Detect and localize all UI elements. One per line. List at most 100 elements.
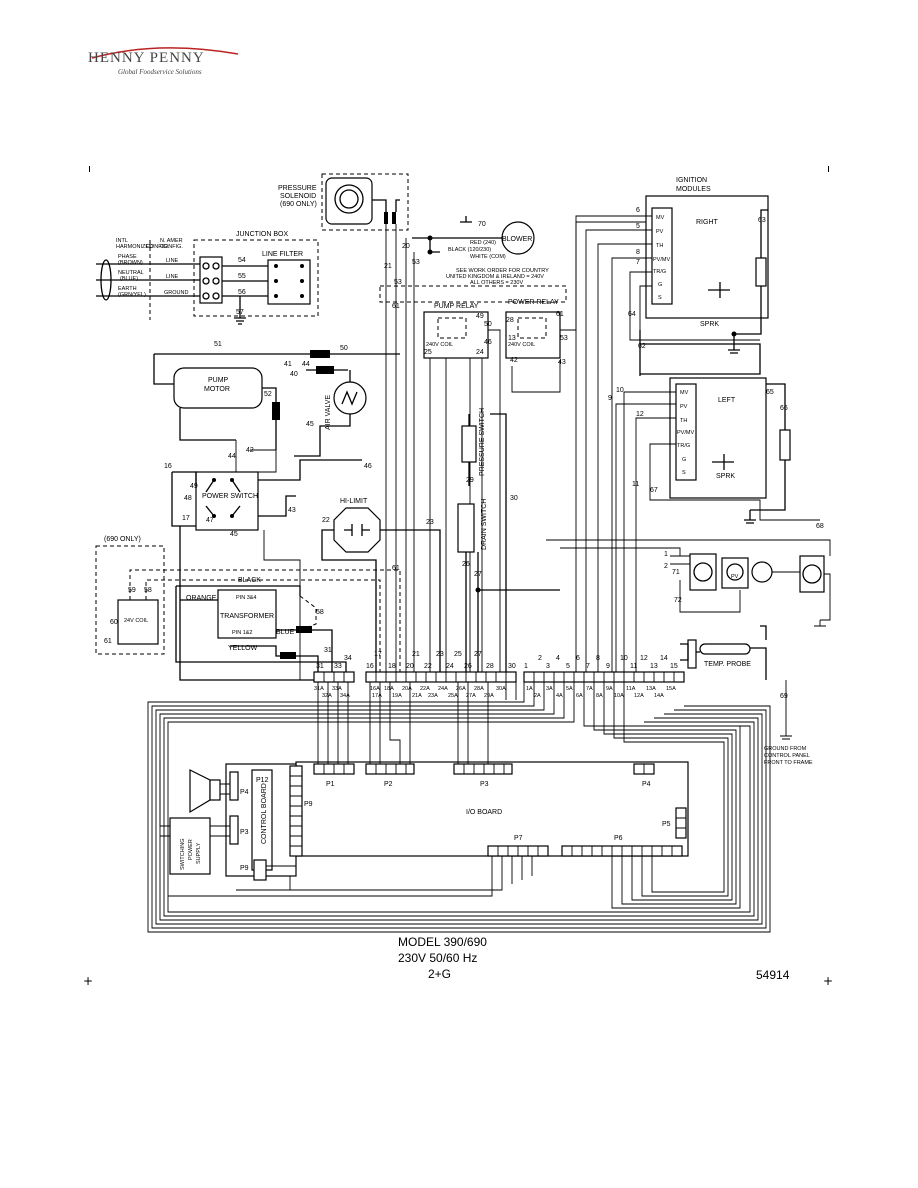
wire-number: 30 [508,663,516,670]
blue-label: BLUE [276,629,295,636]
black-label: BLACK [238,577,261,584]
ignition-module-right: IGNITION MODULES RIGHT MV PV TH PV/MV TR… [575,177,769,680]
terminal-th: TH [656,243,663,249]
wire-number: 14A [654,693,664,699]
wire-number: 53 [412,259,420,266]
corner-cross: + [823,974,834,988]
wire-number: 21A [412,693,422,699]
wire-number: 14 [660,655,668,662]
logo-name: HENNY PENNY [88,50,205,66]
wire-number: 23A [428,693,438,699]
pin-label: PIN 3&4 [236,595,256,601]
wire-number: 10 [620,655,628,662]
connector-p12: P12 [256,777,269,784]
wire-number: 1A [526,686,533,692]
wire-number: 50 [484,321,492,328]
wire-number: 8 [636,249,640,256]
terminal-g: G [682,457,686,463]
wire-number: 53 [394,279,402,286]
phase-label: (BROWN) [118,260,143,266]
pump-relay-label: PUMP RELAY [434,303,479,310]
document-number: 54914 [756,968,790,982]
only-690-label: (690 ONLY) [104,536,141,543]
control-board-label: CONTROL BOARD [261,783,268,844]
connector-p2: P2 [384,781,393,788]
terminal-pv: PV [731,574,739,580]
wire-number: 2 [538,655,542,662]
wire-number: 63 [758,217,766,224]
sprk-label: SPRK [716,473,735,480]
ground-note: CONTROL PANEL [764,753,810,759]
wire-number: 43 [288,507,296,514]
air-valve-label: AIR VALVE [325,395,332,430]
wire-number: 50 [340,345,348,352]
wire-number: 54 [238,257,246,264]
connector-p9-cb: P9 [240,865,249,872]
wire-number: 6 [636,207,640,214]
wire-number: 9A [606,686,613,692]
earth-label: EARTH [118,286,137,292]
wire-number: 20A [402,686,412,692]
blower-wire-label: WHITE (COM) [470,254,506,260]
neutral-label: (BLUE) [120,276,138,282]
wire-number: 6 [576,655,580,662]
logo-swoosh-icon [91,47,239,59]
wire-number: 16 [366,663,374,670]
terminal-strip-right: 1 2 3 4 5 6 7 8 9 10 11 12 13 14 15 [523,655,685,683]
wire-number: 15A [666,686,676,692]
terminal-s: S [658,295,662,301]
wire-number: 33 [334,663,342,670]
wire-number: 11A [626,686,636,692]
drain-switch: DRAIN SWITCH 26 27 61 [392,499,560,680]
relays: PUMP RELAY 240V COIL 49 50 46 25 24 POWE… [379,221,650,680]
connector-p3: P3 [480,781,489,788]
amer-config-label: N. AMER [160,238,183,244]
wire-number: 26A [456,686,466,692]
pressure-solenoid-label: PRESSURE [278,185,317,192]
wire-number: 47 [206,517,214,524]
wire-number: 60 [110,619,118,626]
pump-motor-label: MOTOR [204,386,230,393]
wire-number: 12 [640,655,648,662]
terminal-mv: MV [656,215,665,221]
wire-number: 31 [316,663,324,670]
blower-label: BLOWER [502,236,532,243]
wire-number: 9 [608,395,612,402]
connector-p1: P1 [326,781,335,788]
wire-number: 15 [670,663,678,670]
ignition-modules-label: MODULES [676,186,711,193]
terminal-trg: TR/G [677,443,690,449]
terminal-labels-bottom: 16A 17A 18A 19A 20A 21A 22A 23A 24A 25A … [370,686,676,699]
wire-number: 59 [128,587,136,594]
power-supply-label: SWITCHING [180,839,186,870]
power-relay-label: POWER RELAY [508,299,559,306]
wire-number: 24 [446,663,454,670]
wire-number: 16 [164,463,172,470]
terminal-s: S [682,470,686,476]
wire-number: 46 [484,339,492,346]
ground-note: GROUND FROM [764,746,807,752]
terminal-th: TH [680,418,687,424]
wire-number: 16A [370,686,380,692]
wire-number: 13 [650,663,658,670]
wire-harness [147,682,771,933]
ignition-modules-label: IGNITION [676,177,707,184]
wire-number: 10 [616,387,624,394]
wire-number: 52 [264,391,272,398]
intl-config-label: CONFIG. [146,244,169,250]
wire-number: 8A [596,693,603,699]
wire-number: 25 [454,651,462,658]
corner-tick [828,166,829,172]
wire-number: 28A [474,686,484,692]
orange-label: ORANGE [186,595,217,602]
left-module-label: LEFT [718,397,736,404]
connector-p5: P5 [662,821,671,828]
intl-config-label: INTL [116,238,128,244]
connector-p3-cb: P3 [240,829,249,836]
terminal-trg: TR/G [653,269,666,275]
phase-label: PHASE [118,254,137,260]
wire-number: 11 [630,663,637,670]
wire-number: 51 [214,341,222,348]
wire-number: 27 [474,651,482,658]
neutral-label: NEUTRAL [118,270,144,276]
